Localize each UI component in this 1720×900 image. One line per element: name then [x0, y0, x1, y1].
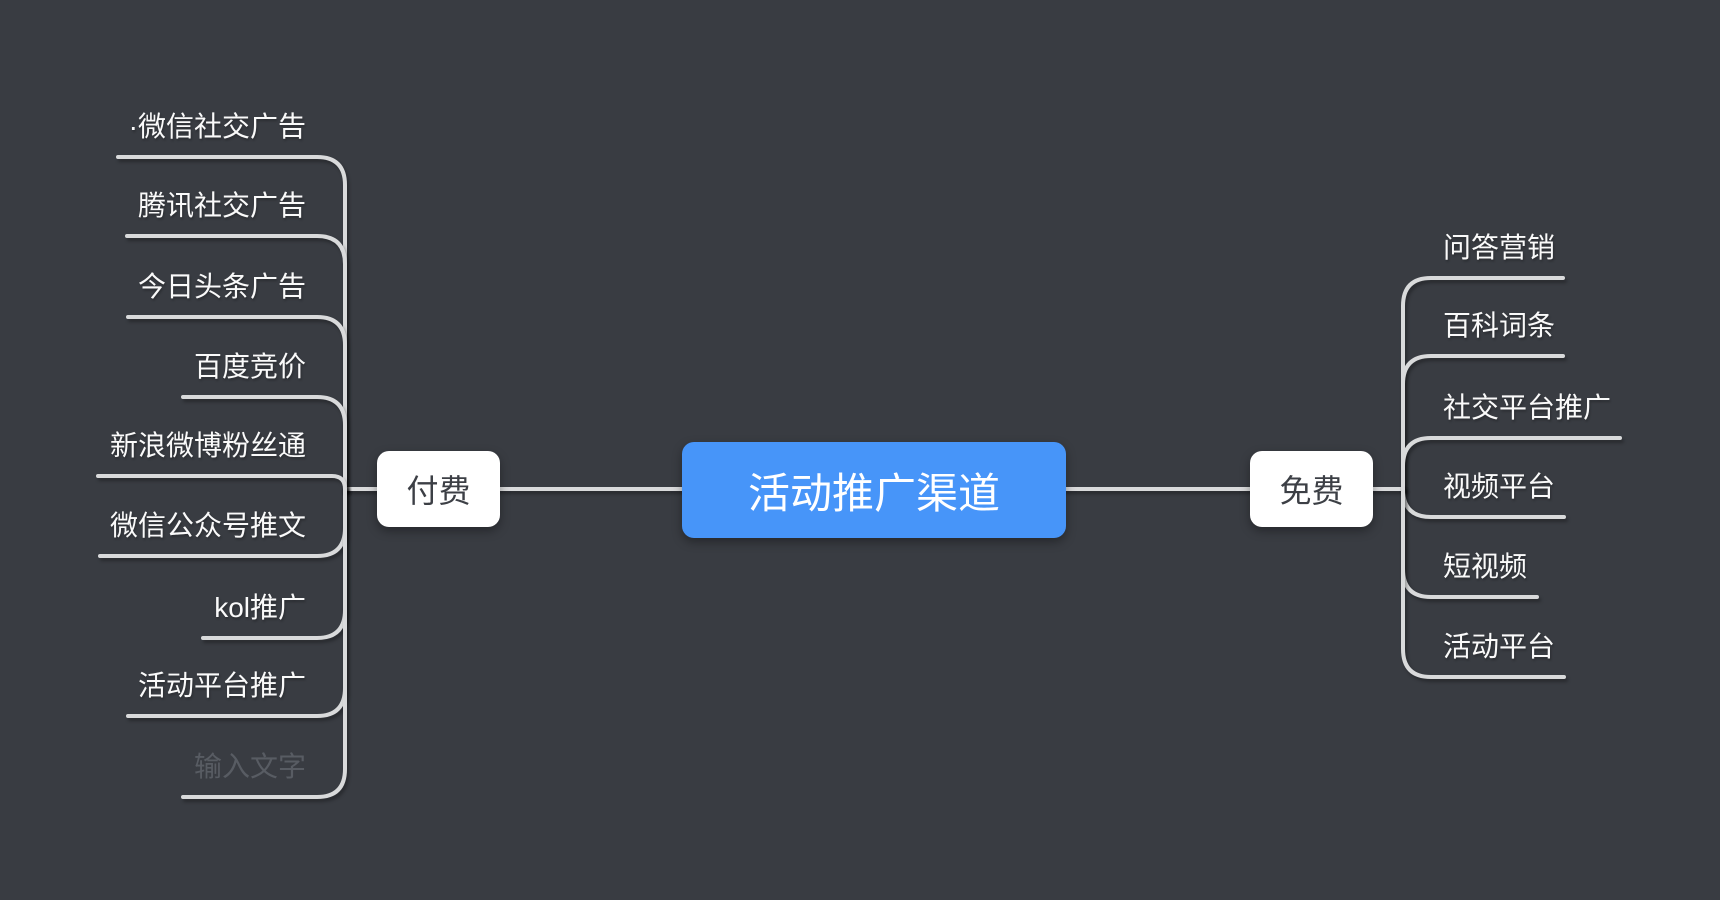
- topic-wechat-official-posts[interactable]: 微信公众号推文: [109, 510, 306, 541]
- connector-line: [125, 234, 347, 491]
- connector-line: [1401, 487, 1566, 679]
- connector-line: [1401, 354, 1565, 491]
- connector-line: [1401, 436, 1622, 491]
- topic-video-platform[interactable]: 视频平台: [1443, 471, 1556, 502]
- topic-social-platform-promotion[interactable]: 社交平台推广: [1443, 392, 1612, 423]
- connector-line: [181, 487, 347, 799]
- topic-baidu-bidding[interactable]: 百度竞价: [193, 351, 306, 382]
- connector-line: [126, 315, 347, 491]
- connector-line: [1401, 276, 1565, 491]
- topic-weibo-fanstong[interactable]: 新浪微博粉丝通: [109, 430, 306, 461]
- topic-toutiao-ads[interactable]: 今日头条广告: [137, 271, 306, 302]
- root-node-label: 活动推广渠道: [747, 469, 1000, 517]
- branch-node-paid[interactable]: 付费: [377, 451, 500, 527]
- topic-qa-marketing[interactable]: 问答营销: [1443, 232, 1556, 263]
- topic-activity-platform[interactable]: 活动平台: [1443, 631, 1556, 662]
- root-node[interactable]: 活动推广渠道: [682, 442, 1066, 538]
- connector-line: [96, 474, 347, 491]
- topic-tencent-social-ads[interactable]: 腾讯社交广告: [137, 190, 306, 221]
- topic-wechat-social-ads[interactable]: ·微信社交广告: [128, 111, 306, 142]
- topic-short-video[interactable]: 短视频: [1443, 551, 1528, 582]
- branch-node-paid-label: 付费: [406, 473, 471, 509]
- branch-node-free[interactable]: 免费: [1250, 451, 1373, 527]
- topic-kol-promotion[interactable]: kol推广: [214, 592, 306, 623]
- topic-encyclopedia-entries[interactable]: 百科词条: [1443, 310, 1556, 341]
- connector-line: [116, 155, 347, 491]
- connector-line: [181, 395, 347, 491]
- topic-activity-platform-promotion[interactable]: 活动平台推广: [137, 670, 306, 701]
- branch-node-free-label: 免费: [1279, 473, 1344, 509]
- topic-input-placeholder[interactable]: 输入文字: [193, 751, 306, 782]
